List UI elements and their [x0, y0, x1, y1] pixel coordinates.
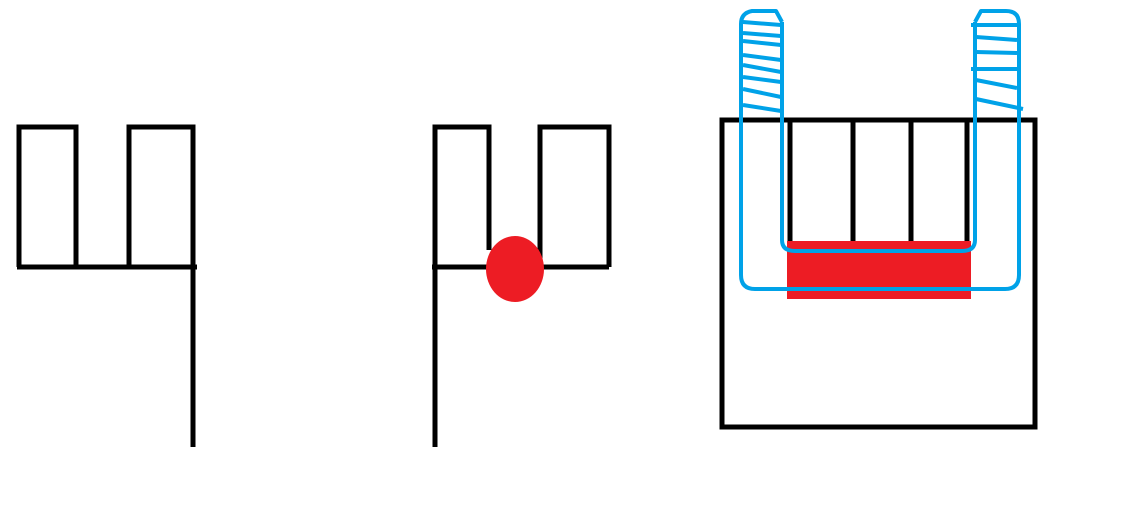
bracket-right-prong — [537, 124, 612, 267]
bracket-left-prong — [16, 124, 79, 267]
figure-3-assembly — [719, 9, 1038, 430]
comb-slots — [787, 120, 970, 243]
outer-box — [719, 117, 1038, 430]
u-bolt-outer-edge — [739, 9, 1021, 291]
bracket-right-prong — [126, 124, 196, 447]
figure-1-bracket — [16, 124, 197, 447]
left-thread-icon — [742, 20, 782, 113]
u-bolt — [739, 9, 1024, 291]
u-bolt-inner-edge — [780, 22, 977, 253]
red-dot-marker — [486, 236, 544, 302]
bracket-left-prong — [432, 124, 492, 447]
right-thread-icon — [971, 23, 1024, 111]
